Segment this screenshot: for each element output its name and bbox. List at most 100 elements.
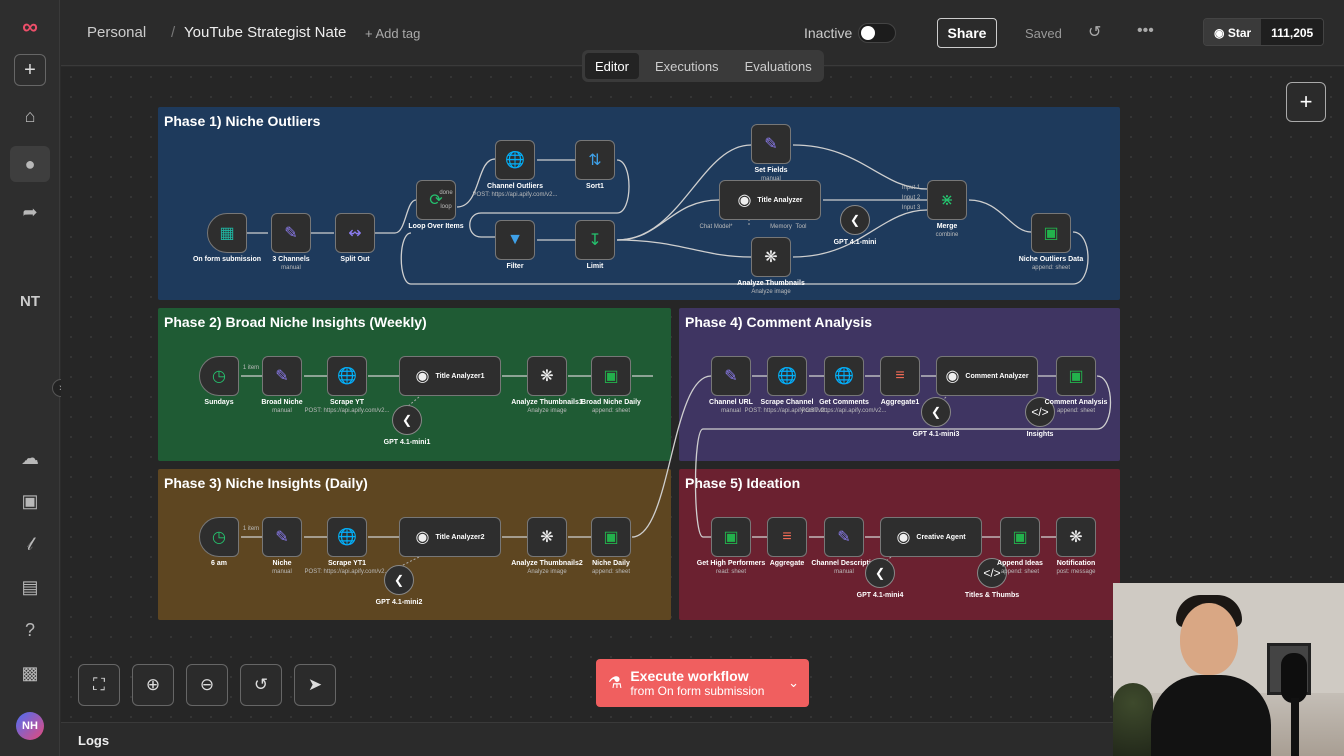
add-icon[interactable]: + [14, 54, 46, 86]
scrape-yt1-node[interactable]: 🌐 [327, 517, 367, 557]
tab-evaluations[interactable]: Evaluations [744, 58, 812, 74]
view-tabs: Editor Executions Evaluations [582, 50, 824, 82]
chart-icon[interactable]: ▤ [21, 576, 39, 597]
n8n-logo-icon[interactable]: ∞ [22, 14, 38, 39]
node-label: Scrape YT [329, 399, 365, 406]
aggregate-node[interactable]: ≡ [767, 517, 807, 557]
active-toggle[interactable] [858, 23, 896, 43]
workflow-title[interactable]: YouTube Strategist Nate [184, 24, 347, 41]
node-sub: loop [440, 204, 452, 210]
box-icon[interactable]: ▣ [21, 490, 39, 511]
webcam-overlay [1113, 583, 1344, 756]
robot-icon: ◉ [896, 529, 911, 546]
titles-thumbs-parser-node[interactable]: </> [977, 558, 1007, 588]
home-icon[interactable]: ⌂ [24, 105, 36, 126]
tab-executions[interactable]: Executions [654, 58, 719, 74]
variables-icon[interactable]: 𝓁 [27, 533, 33, 554]
node-label: Comment Analyzer [965, 372, 1029, 380]
add-tag-button[interactable]: + Add tag [365, 26, 421, 41]
schedule-trigger-node[interactable]: ◷ [199, 356, 239, 396]
filter-icon: ▼ [507, 231, 523, 248]
set-fields-node[interactable]: ✎ [751, 124, 791, 164]
niche-node[interactable]: ✎ [262, 517, 302, 557]
gpt-model-node[interactable]: ❮ [384, 565, 414, 595]
loop-over-items-node[interactable]: ⟳ [416, 180, 456, 220]
node-label: GPT 4.1-mini [833, 239, 877, 246]
workspace-initials[interactable]: NT [20, 293, 40, 310]
node-label: Loop Over Items [408, 223, 464, 230]
phase-title: Phase 1) Niche Outliers [164, 113, 321, 129]
saved-status: Saved [1025, 26, 1062, 41]
openai-icon: ❮ [401, 413, 413, 427]
share-icon[interactable]: ➦ [22, 201, 38, 222]
google-sheets-node[interactable]: ▣ [591, 517, 631, 557]
fit-view-icon[interactable]: ⛶ [78, 664, 120, 706]
node-sub: POST: https://api.apify.com/v2... [801, 408, 887, 414]
tab-editor[interactable]: Editor [585, 53, 639, 79]
cloud-icon[interactable]: ☁ [21, 447, 39, 468]
slack-notification-node[interactable]: ❋ [1056, 517, 1096, 557]
add-node-button[interactable]: + [1286, 82, 1326, 122]
analyze-thumbnails1-node[interactable]: ❋ [527, 356, 567, 396]
sort-icon: ⇅ [588, 152, 602, 169]
filter-node[interactable]: ▼ [495, 220, 535, 260]
workflow-canvas[interactable]: Phase 1) Niche Outliers Phase 2) Broad N… [61, 67, 1344, 722]
merge-node[interactable]: ⋇ [927, 180, 967, 220]
aggregate1-node[interactable]: ≡ [880, 356, 920, 396]
channel-outliers-node[interactable]: 🌐 [495, 140, 535, 180]
node-sub: append: sheet [1056, 408, 1096, 414]
title-analyzer1-node[interactable]: ◉Title Analyzer1 [399, 356, 501, 396]
node-label: Notification [1056, 560, 1096, 567]
help-icon[interactable]: ? [24, 619, 35, 640]
google-sheets-node[interactable]: ▣ [1056, 356, 1096, 396]
zoom-in-icon[interactable]: ⊕ [132, 664, 174, 706]
reset-icon[interactable]: ↺ [240, 664, 282, 706]
node-sub: manual [721, 408, 741, 414]
more-icon[interactable]: ••• [1137, 22, 1154, 39]
openai-icon: ❮ [930, 405, 942, 419]
comment-analyzer-node[interactable]: ◉Comment Analyzer [936, 356, 1038, 396]
sort-node[interactable]: ⇅ [575, 140, 615, 180]
insights-parser-node[interactable]: </> [1025, 397, 1055, 427]
title-analyzer2-node[interactable]: ◉Title Analyzer2 [399, 517, 501, 557]
phase-1-sticky[interactable]: Phase 1) Niche Outliers [158, 107, 1120, 300]
github-star-button[interactable]: ◉ Star 111,205 [1203, 18, 1325, 46]
set-3-channels-node[interactable]: ✎ [271, 213, 311, 253]
node-label: Broad Niche [261, 399, 303, 406]
creative-agent-node[interactable]: ◉Creative Agent [880, 517, 982, 557]
history-icon[interactable]: ↺ [1088, 24, 1102, 41]
get-high-performers-node[interactable]: ▣ [711, 517, 751, 557]
split-out-node[interactable]: ↭ [335, 213, 375, 253]
limit-node[interactable]: ↧ [575, 220, 615, 260]
scrape-channel-node[interactable]: 🌐 [767, 356, 807, 396]
google-sheets-node[interactable]: ▣ [1031, 213, 1071, 253]
cursor-icon[interactable]: ➤ [294, 664, 336, 706]
get-comments-node[interactable]: 🌐 [824, 356, 864, 396]
channel-description-node[interactable]: ✎ [824, 517, 864, 557]
form-trigger-node[interactable]: ▦ [207, 213, 247, 253]
zoom-out-icon[interactable]: ⊖ [186, 664, 228, 706]
breadcrumb-personal[interactable]: Personal [87, 24, 147, 41]
node-sub: post: message [1056, 569, 1096, 575]
node-label: Broad Niche Daily [581, 399, 641, 406]
share-button[interactable]: Share [937, 18, 997, 48]
gpt-model-node[interactable]: ❮ [392, 405, 422, 435]
gpt-model-node[interactable]: ❮ [921, 397, 951, 427]
append-ideas-node[interactable]: ▣ [1000, 517, 1040, 557]
gpt-model-node[interactable]: ❮ [865, 558, 895, 588]
chevron-down-icon[interactable]: ⌄ [788, 675, 799, 690]
scrape-yt-node[interactable]: 🌐 [327, 356, 367, 396]
openai-icon: ❮ [849, 213, 861, 227]
schedule-trigger-node[interactable]: ◷ [199, 517, 239, 557]
avatar[interactable]: NH [16, 712, 44, 740]
google-sheets-node[interactable]: ▣ [591, 356, 631, 396]
user-icon[interactable]: ● [10, 146, 50, 182]
analyze-thumbnails-node[interactable]: ❋ [751, 237, 791, 277]
execute-workflow-button[interactable]: ⚗ Execute workflow from On form submissi… [596, 659, 809, 707]
analyze-thumbnails2-node[interactable]: ❋ [527, 517, 567, 557]
gift-icon[interactable]: ▩ [21, 662, 39, 683]
broad-niche-node[interactable]: ✎ [262, 356, 302, 396]
gpt-model-node[interactable]: ❮ [840, 205, 870, 235]
channel-url-node[interactable]: ✎ [711, 356, 751, 396]
title-analyzer-node[interactable]: ◉Title Analyzer [719, 180, 821, 220]
